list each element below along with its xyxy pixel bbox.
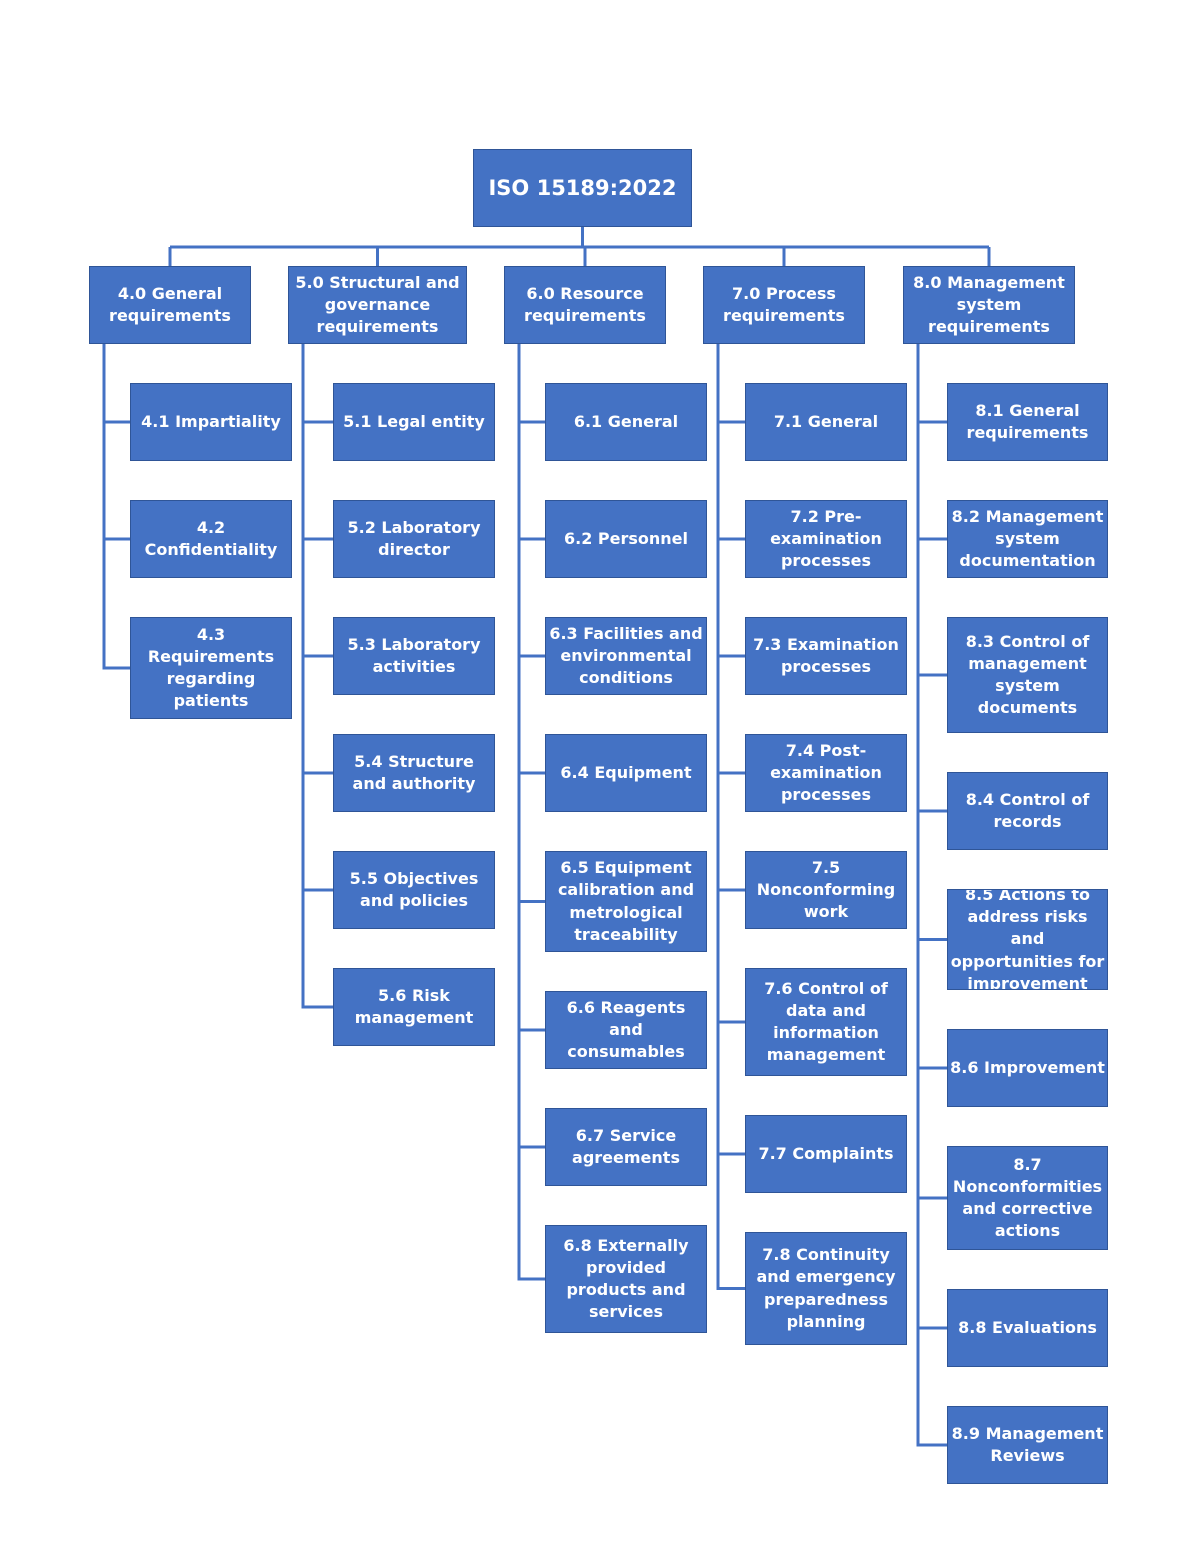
item-8-7-node: 8.7 Nonconformities and corrective actio…: [947, 1146, 1108, 1250]
item-7-4-label: 7.4 Post-examination processes: [770, 740, 882, 805]
item-7-3-node: 7.3 Examination processes: [745, 617, 907, 695]
section-5-node: 5.0 Structural and governance requiremen…: [288, 266, 467, 344]
section-4-label: 4.0 General requirements: [109, 283, 231, 325]
item-7-1-label: 7.1 General: [773, 411, 879, 431]
item-6-5-label: 6.5 Equipment calibration and metrologic…: [557, 858, 695, 944]
item-4-3-node: 4.3 Requirements regarding patients: [130, 617, 292, 719]
section-6-label: 6.0 Resource requirements: [524, 283, 646, 325]
root-node: ISO 15189:2022: [473, 149, 692, 227]
item-5-6-label: 5.6 Risk management: [354, 985, 474, 1027]
item-6-7-node: 6.7 Service agreements: [545, 1108, 707, 1186]
item-5-1-label: 5.1 Legal entity: [343, 411, 485, 431]
item-8-5-label: 8.5 Actions to address risks and opportu…: [950, 889, 1105, 990]
item-4-1-node: 4.1 Impartiality: [130, 383, 292, 461]
section-8-label: 8.0 Management system requirements: [913, 272, 1065, 337]
item-5-2-node: 5.2 Laboratory director: [333, 500, 495, 578]
item-7-7-node: 7.7 Complaints: [745, 1115, 907, 1193]
item-6-1-node: 6.1 General: [545, 383, 707, 461]
item-5-2-label: 5.2 Laboratory director: [347, 517, 481, 559]
item-8-3-label: 8.3 Control of management system documen…: [965, 631, 1090, 718]
item-8-8-node: 8.8 Evaluations: [947, 1289, 1108, 1367]
item-6-7-label: 6.7 Service agreements: [572, 1125, 680, 1167]
item-8-1-node: 8.1 General requirements: [947, 383, 1108, 461]
item-7-2-label: 7.2 Pre-examination processes: [770, 506, 882, 571]
item-7-6-node: 7.6 Control of data and information mana…: [745, 968, 907, 1076]
item-6-8-node: 6.8 Externally provided products and ser…: [545, 1225, 707, 1333]
root-node-label: ISO 15189:2022: [488, 175, 677, 200]
item-5-5-node: 5.5 Objectives and policies: [333, 851, 495, 929]
item-4-3-label: 4.3 Requirements regarding patients: [147, 624, 275, 711]
item-7-6-label: 7.6 Control of data and information mana…: [764, 978, 888, 1065]
item-8-2-label: 8.2 Management system documentation: [951, 506, 1104, 571]
item-4-1-label: 4.1 Impartiality: [141, 411, 281, 431]
item-5-5-label: 5.5 Objectives and policies: [349, 868, 479, 910]
item-6-1-label: 6.1 General: [573, 411, 679, 431]
item-6-6-node: 6.6 Reagents and consumables: [545, 991, 707, 1069]
item-7-7-label: 7.7 Complaints: [758, 1143, 894, 1163]
item-7-8-node: 7.8 Continuity and emergency preparednes…: [745, 1232, 907, 1345]
section-7-node: 7.0 Process requirements: [703, 266, 865, 344]
section-8-node: 8.0 Management system requirements: [903, 266, 1075, 344]
item-8-1-label: 8.1 General requirements: [966, 400, 1089, 442]
item-8-9-node: 8.9 Management Reviews: [947, 1406, 1108, 1484]
item-8-8-label: 8.8 Evaluations: [958, 1317, 1097, 1337]
item-6-4-node: 6.4 Equipment: [545, 734, 707, 812]
item-8-6-node: 8.6 Improvement: [947, 1029, 1108, 1107]
item-7-2-node: 7.2 Pre-examination processes: [745, 500, 907, 578]
item-8-3-node: 8.3 Control of management system documen…: [947, 617, 1108, 733]
item-6-4-label: 6.4 Equipment: [560, 762, 692, 782]
item-5-4-node: 5.4 Structure and authority: [333, 734, 495, 812]
item-8-2-node: 8.2 Management system documentation: [947, 500, 1108, 578]
item-6-2-label: 6.2 Personnel: [563, 528, 688, 548]
item-7-3-label: 7.3 Examination processes: [753, 634, 899, 676]
item-6-3-label: 6.3 Facilities and environmental conditi…: [549, 623, 703, 688]
section-7-label: 7.0 Process requirements: [723, 283, 845, 325]
item-5-3-node: 5.3 Laboratory activities: [333, 617, 495, 695]
section-5-label: 5.0 Structural and governance requiremen…: [295, 272, 460, 337]
item-6-3-node: 6.3 Facilities and environmental conditi…: [545, 617, 707, 695]
item-8-9-label: 8.9 Management Reviews: [951, 1423, 1104, 1465]
item-5-4-label: 5.4 Structure and authority: [352, 751, 476, 793]
section-6-node: 6.0 Resource requirements: [504, 266, 666, 344]
item-7-5-node: 7.5 Nonconforming work: [745, 851, 907, 929]
section-4-node: 4.0 General requirements: [89, 266, 251, 344]
item-4-2-label: 4.2 Confidentiality: [144, 517, 278, 559]
item-5-1-node: 5.1 Legal entity: [333, 383, 495, 461]
item-6-5-node: 6.5 Equipment calibration and metrologic…: [545, 851, 707, 952]
item-5-6-node: 5.6 Risk management: [333, 968, 495, 1046]
item-8-7-label: 8.7 Nonconformities and corrective actio…: [952, 1154, 1103, 1241]
item-4-2-node: 4.2 Confidentiality: [130, 500, 292, 578]
item-7-8-label: 7.8 Continuity and emergency preparednes…: [756, 1245, 896, 1331]
item-7-5-label: 7.5 Nonconforming work: [756, 857, 896, 922]
item-7-4-node: 7.4 Post-examination processes: [745, 734, 907, 812]
item-6-6-label: 6.6 Reagents and consumables: [566, 997, 686, 1062]
item-6-8-label: 6.8 Externally provided products and ser…: [563, 1235, 689, 1322]
item-7-1-node: 7.1 General: [745, 383, 907, 461]
item-8-4-node: 8.4 Control of records: [947, 772, 1108, 850]
item-8-5-node: 8.5 Actions to address risks and opportu…: [947, 889, 1108, 990]
item-8-6-label: 8.6 Improvement: [950, 1057, 1105, 1077]
item-8-4-label: 8.4 Control of records: [965, 789, 1090, 831]
item-6-2-node: 6.2 Personnel: [545, 500, 707, 578]
item-5-3-label: 5.3 Laboratory activities: [347, 634, 481, 676]
